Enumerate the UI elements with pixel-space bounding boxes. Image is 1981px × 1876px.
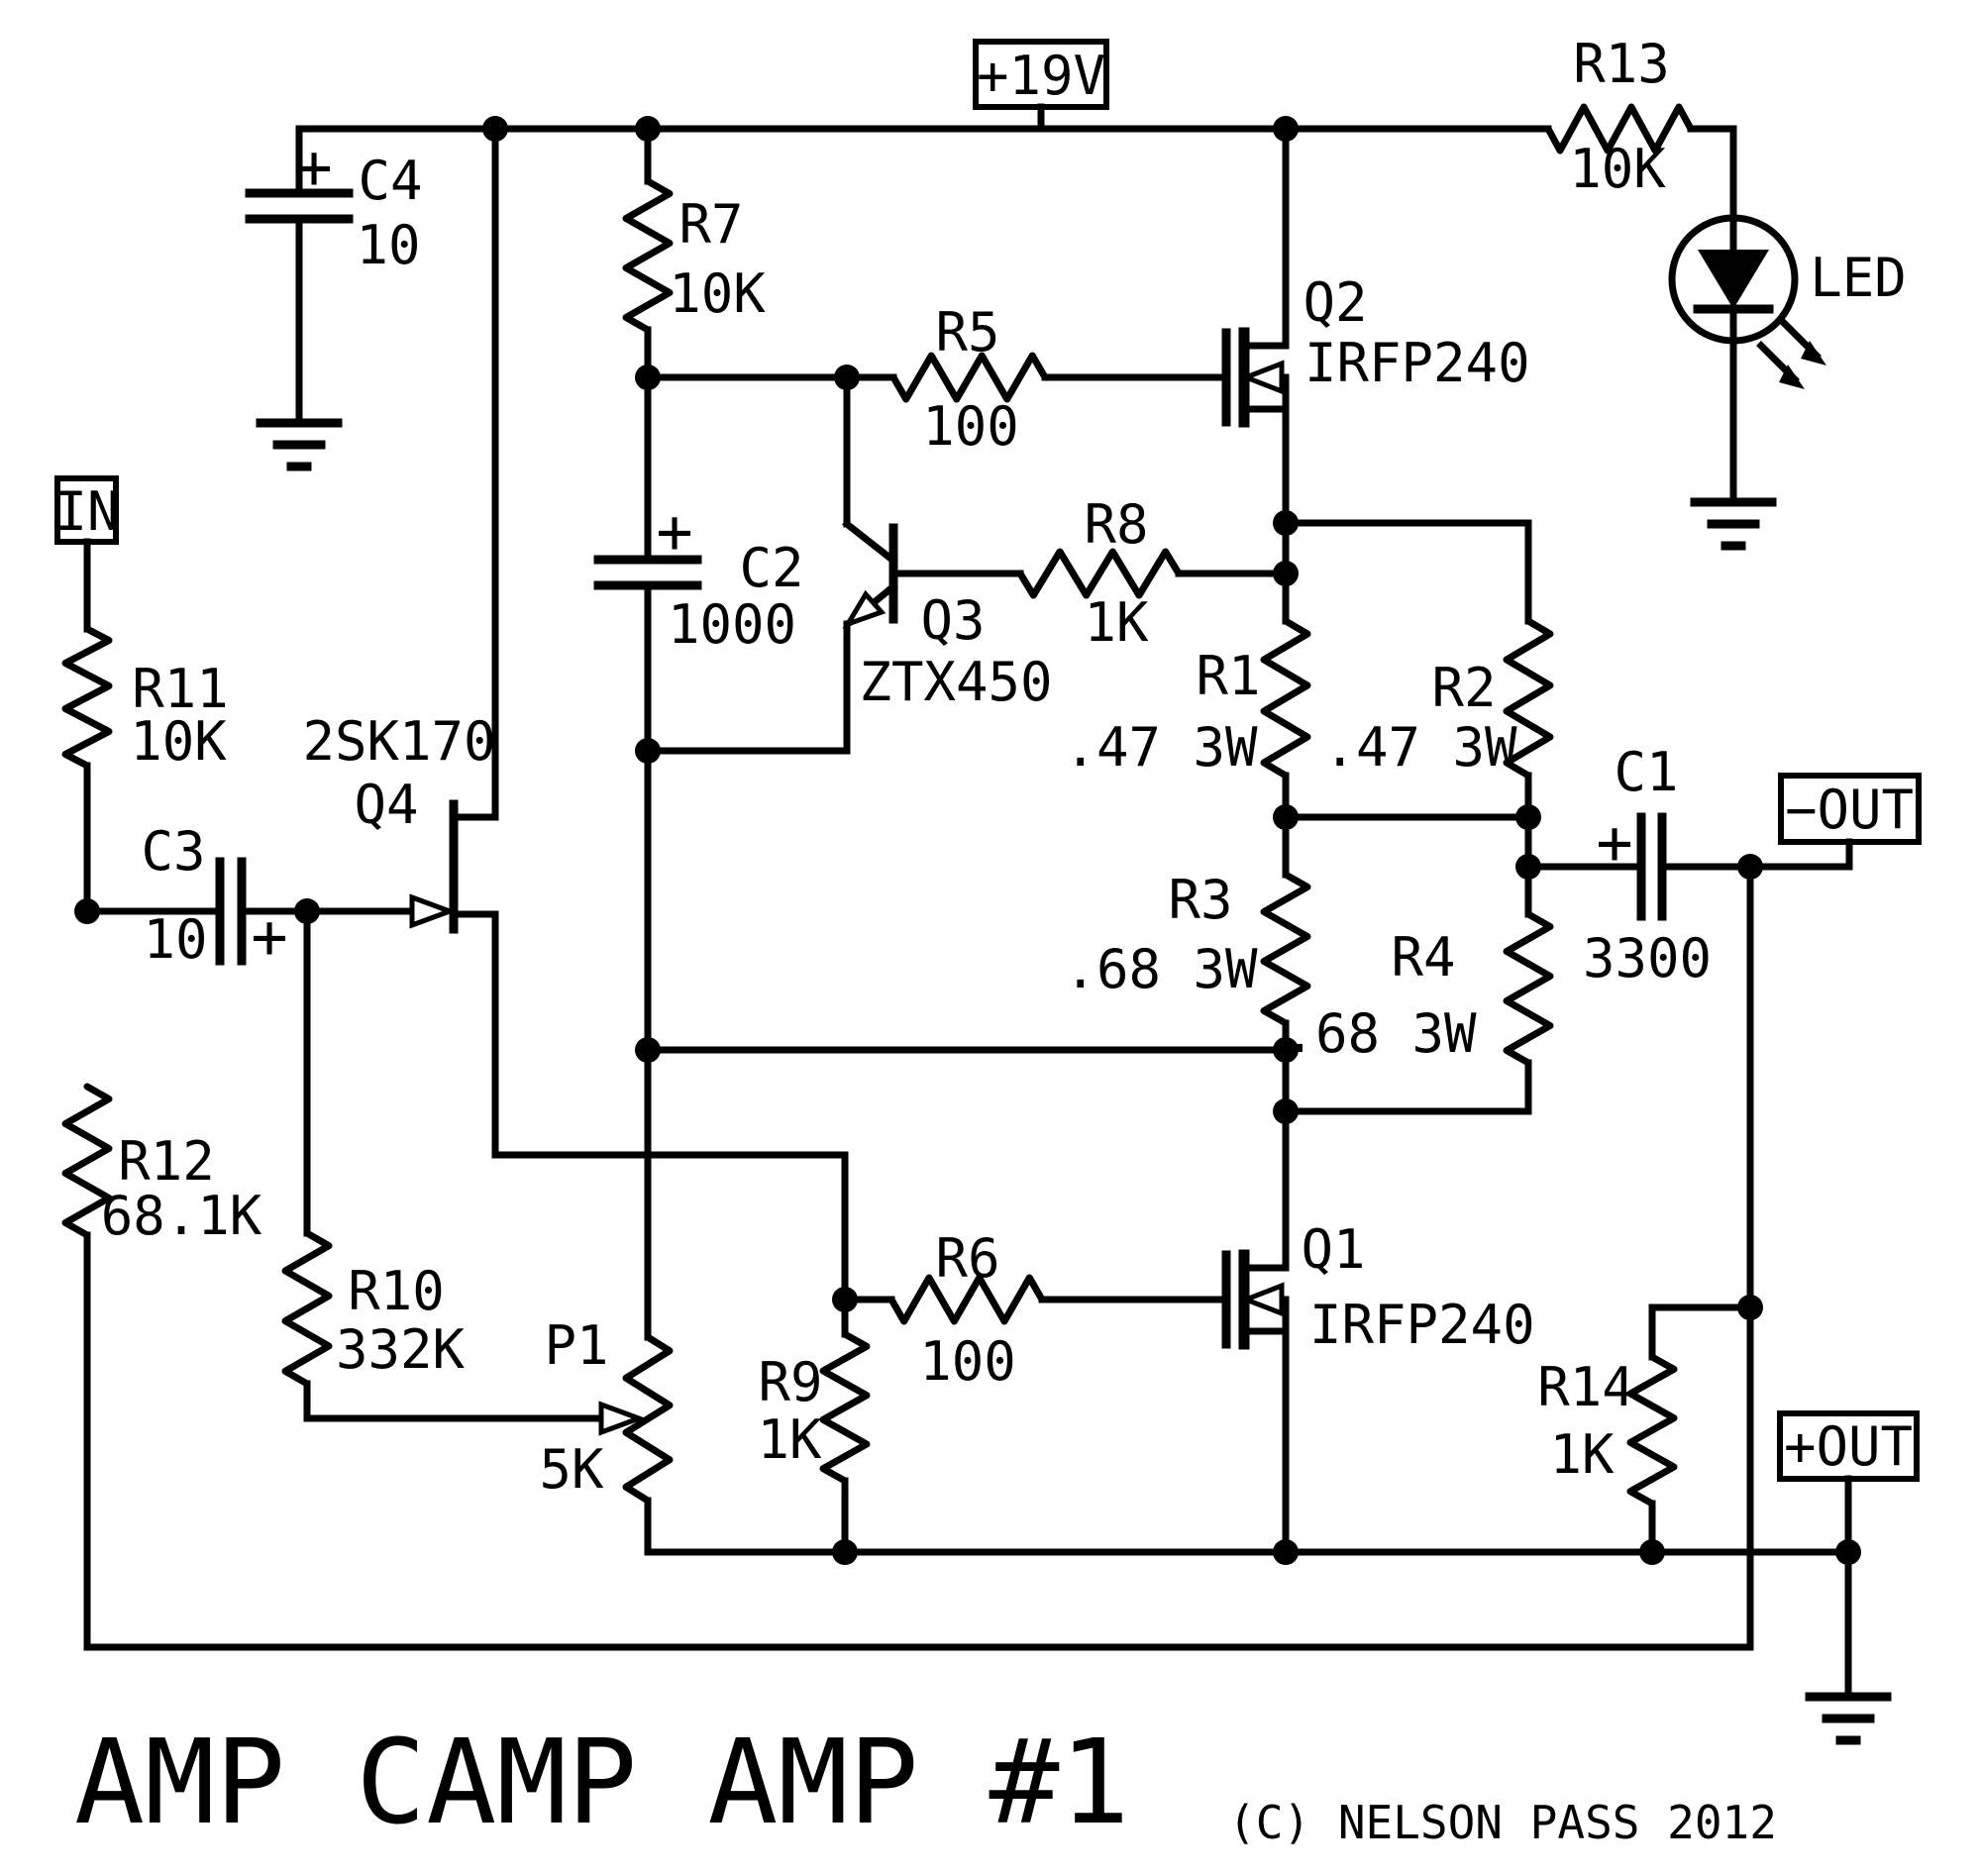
label-R10-value: 332K [336, 1318, 466, 1381]
label-R5-ref: R5 [935, 301, 999, 364]
resistor-R6 [887, 1274, 1046, 1325]
label-R14-value: 1K [1549, 1423, 1615, 1486]
label-R9-value: 1K [757, 1408, 822, 1471]
label-P1-value: 5K [539, 1438, 604, 1501]
label-R4-value: .68 3W [1283, 1002, 1477, 1065]
label-R13-ref: R13 [1573, 33, 1670, 95]
label-C3-plus: + [251, 900, 287, 973]
ground-led [1690, 497, 1777, 551]
label-C4-plus: + [295, 131, 332, 203]
resistor-R2 [1503, 617, 1554, 780]
q1-body-arrow [1239, 1282, 1285, 1317]
resistor-R9 [819, 1330, 871, 1485]
label-R9-ref: R9 [758, 1351, 822, 1413]
label-Q3-part: ZTX450 [859, 651, 1052, 713]
label-Q1-ref: Q1 [1301, 1218, 1365, 1281]
q3-emitter-arrow [842, 589, 886, 629]
resistor-R8 [1016, 548, 1183, 599]
label-C2-value: 1000 [668, 593, 796, 656]
p1-wiper-arrow [598, 1401, 647, 1436]
copyright-note: (C) NELSON PASS 2012 [1228, 1796, 1777, 1849]
port-negout-box: −OUT [1778, 773, 1922, 845]
label-R8-ref: R8 [1084, 493, 1148, 556]
led-indicator [1668, 214, 1826, 389]
label-R12-ref: R12 [118, 1130, 215, 1193]
label-C2-ref: C2 [739, 537, 803, 599]
label-Q2-ref: Q2 [1303, 271, 1367, 334]
label-R7-value: 10K [669, 262, 766, 325]
label-R2-ref: R2 [1431, 657, 1496, 719]
label-R8-value: 1K [1084, 591, 1149, 654]
schematic-title: AMP CAMP AMP #1 [74, 1714, 1130, 1850]
label-R11-value: 10K [130, 710, 227, 773]
label-Q2-part: IRFP240 [1304, 332, 1530, 394]
label-R6-value: 100 [919, 1330, 1016, 1393]
resistor-R10 [281, 1229, 333, 1388]
transistor-Q2-mosfet [1221, 327, 1290, 428]
label-R4-ref: R4 [1391, 926, 1455, 989]
resistor-R4 [1503, 910, 1554, 1067]
resistor-P1 [622, 1333, 674, 1505]
label-C1-plus: + [1596, 806, 1632, 879]
port-posout-label: +OUT [1784, 1415, 1913, 1478]
label-R14-ref: R14 [1537, 1356, 1634, 1418]
q2-body-arrow [1239, 360, 1285, 395]
transistor-Q3-npn [842, 523, 898, 629]
label-R11-ref: R11 [132, 658, 229, 720]
resistor-R3 [1260, 871, 1311, 1027]
power-box-19v: +19V [973, 39, 1109, 110]
port-negout-label: −OUT [1785, 779, 1914, 841]
label-Q1-part: IRFP240 [1309, 1294, 1535, 1356]
label-C3-ref: C3 [141, 820, 205, 883]
wires [83, 103, 1853, 1701]
label-R5-value: 100 [922, 395, 1019, 458]
label-C2-plus: + [656, 495, 692, 568]
label-Q4-part: 2SK170 [302, 710, 495, 773]
resistors [61, 103, 1695, 1508]
resistor-R11 [61, 625, 113, 770]
transistor-Q4-jfet [409, 799, 459, 934]
q4-gate-arrow [409, 893, 458, 929]
label-C1-value: 3300 [1583, 927, 1712, 990]
label-Q3-ref: Q3 [920, 589, 985, 652]
label-Q4-ref: Q4 [354, 774, 418, 836]
label-C4-ref: C4 [358, 150, 422, 212]
capacitor-C1 [1636, 812, 1667, 921]
label-R3-ref: R3 [1168, 869, 1232, 931]
label-C1-ref: C1 [1614, 741, 1678, 803]
label-R10-ref: R10 [348, 1260, 445, 1322]
label-C4-value: 10 [356, 214, 420, 276]
label-R7-ref: R7 [678, 193, 743, 256]
label-C3-value: 10 [143, 908, 207, 971]
ground-output [1805, 1692, 1892, 1745]
transistor-Q1-mosfet [1221, 1249, 1290, 1350]
capacitor-C3 [215, 857, 247, 966]
resistor-R13 [1544, 103, 1695, 155]
capacitor-C4 [245, 188, 354, 224]
label-R3-value: .68 3W [1064, 938, 1258, 1000]
capacitor-C2 [593, 555, 702, 590]
power-label: +19V [977, 45, 1105, 107]
resistor-R14 [1626, 1353, 1678, 1508]
port-in-label: IN [54, 480, 119, 543]
ground-c4 [256, 418, 343, 471]
label-R2-value: .47 3W [1323, 716, 1517, 779]
label-P1-ref: P1 [544, 1314, 608, 1377]
label-R1-ref: R1 [1196, 645, 1260, 707]
label-LED: LED [1810, 247, 1907, 309]
resistor-R7 [622, 177, 674, 334]
label-R12-value: 68.1K [101, 1185, 262, 1247]
label-R6-ref: R6 [935, 1227, 999, 1290]
junction-dots [74, 116, 1861, 1565]
resistor-R5 [889, 352, 1049, 403]
label-R1-value: .47 3W [1064, 716, 1258, 779]
resistor-R1 [1260, 617, 1311, 780]
port-in-box: IN [54, 475, 120, 545]
label-R13-value: 10K [1569, 138, 1666, 200]
component-labels: R13 10K LED + C4 10 R7 10K R5 100 Q2 IRF… [101, 33, 1907, 1501]
resistor-R12 [61, 1083, 113, 1239]
port-posout-box: +OUT [1777, 1410, 1920, 1482]
